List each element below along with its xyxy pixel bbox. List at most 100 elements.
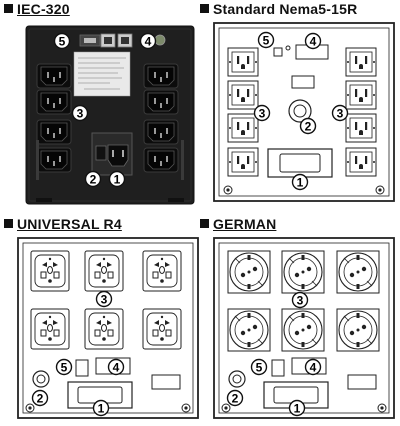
callout-3: 3 xyxy=(253,104,271,122)
universal-outlet-icon xyxy=(142,308,182,350)
nema-outlet-icon xyxy=(227,80,259,110)
callout-1-label: 1 xyxy=(294,402,301,416)
callout-2-label: 2 xyxy=(37,392,44,406)
callout-4: 4 xyxy=(107,358,125,376)
schuko-outlet-icon xyxy=(281,250,325,294)
ground-screw-icon xyxy=(154,34,166,46)
callout-4-label: 4 xyxy=(310,361,317,375)
callout-2-label: 2 xyxy=(90,173,97,187)
callout-3-label: 3 xyxy=(77,107,84,121)
callout-3: 3 xyxy=(291,291,309,309)
schuko-outlet-icon xyxy=(227,308,271,352)
callout-1-label: 1 xyxy=(114,173,121,187)
label-plate-icon xyxy=(291,75,315,89)
schuko-outlet-icon xyxy=(336,308,380,352)
schuko-outlet-icon xyxy=(227,250,271,294)
callout-3: 3 xyxy=(95,290,113,308)
iec-panel xyxy=(25,25,195,205)
nema-outlet-icon xyxy=(345,80,377,110)
label-plate-icon xyxy=(151,374,181,390)
iec-outlet-icon xyxy=(143,119,179,145)
callout-1-label: 1 xyxy=(98,402,105,416)
callout-2-label: 2 xyxy=(305,120,312,134)
bullet-square-icon xyxy=(200,219,209,228)
iec-outlet-icon xyxy=(143,89,179,115)
screw-icon xyxy=(223,185,233,195)
panel-title-german: GERMAN xyxy=(200,216,276,232)
iec-outlet-icon xyxy=(143,63,179,89)
callout-4: 4 xyxy=(304,32,322,50)
universal-outlet-icon xyxy=(30,250,70,292)
callout-3-label: 3 xyxy=(259,107,266,121)
iec-outlet-icon xyxy=(36,63,72,89)
panel-title-iec-text: IEC-320 xyxy=(17,1,70,17)
callout-5: 5 xyxy=(53,32,71,50)
callout-4: 4 xyxy=(304,358,322,376)
bullet-square-icon xyxy=(4,4,13,13)
callout-5-label: 5 xyxy=(59,35,66,49)
bullet-square-icon xyxy=(200,4,209,13)
bullet-square-icon xyxy=(4,219,13,228)
panel-title-german-text: GERMAN xyxy=(213,216,277,232)
nema-outlet-icon xyxy=(345,47,377,77)
screw-icon xyxy=(181,403,191,413)
breaker-icon xyxy=(95,145,107,161)
screw-icon xyxy=(375,185,385,195)
callout-1: 1 xyxy=(288,399,306,417)
iec-outlet-icon xyxy=(143,147,179,173)
callout-3-label: 3 xyxy=(101,293,108,307)
schuko-outlet-icon xyxy=(336,250,380,294)
callout-1: 1 xyxy=(108,170,126,188)
callout-5: 5 xyxy=(257,31,275,49)
callout-2-label: 2 xyxy=(232,392,239,406)
universal-panel xyxy=(17,237,199,419)
callout-5-label: 5 xyxy=(263,34,270,48)
iec-outlet-icon xyxy=(36,147,72,173)
callout-4: 4 xyxy=(139,32,157,50)
spec-label xyxy=(73,51,131,97)
panel-title-universal-text: UNIVERSAL R4 xyxy=(17,216,122,232)
nema-outlet-icon xyxy=(227,113,259,143)
callout-2: 2 xyxy=(84,170,102,188)
panel-title-nema-text: Standard Nema5-15R xyxy=(213,1,358,17)
label-plate-icon xyxy=(347,374,377,390)
nema-outlet-icon xyxy=(227,147,259,177)
panel-title-iec: IEC-320 xyxy=(4,1,70,17)
panel-title-universal: UNIVERSAL R4 xyxy=(4,216,122,232)
nema-outlet-icon xyxy=(345,147,377,177)
usb-port-icon xyxy=(271,359,285,377)
callout-3: 3 xyxy=(331,104,349,122)
callout-1-label: 1 xyxy=(297,176,304,190)
callout-1: 1 xyxy=(291,173,309,191)
callout-1: 1 xyxy=(92,399,110,417)
universal-outlet-icon xyxy=(142,250,182,292)
callout-3-label: 3 xyxy=(297,294,304,308)
callout-5: 5 xyxy=(250,358,268,376)
callout-5: 5 xyxy=(55,358,73,376)
callout-2: 2 xyxy=(31,389,49,407)
callout-4-label: 4 xyxy=(113,361,120,375)
iec-outlet-icon xyxy=(36,89,72,115)
german-panel xyxy=(213,237,395,419)
nema-outlet-icon xyxy=(227,47,259,77)
panel-title-nema: Standard Nema5-15R xyxy=(200,1,357,17)
callout-5-label: 5 xyxy=(61,361,68,375)
universal-outlet-icon xyxy=(30,308,70,350)
callout-2: 2 xyxy=(226,389,244,407)
callout-5-label: 5 xyxy=(256,361,263,375)
usb-port-icon xyxy=(75,359,89,377)
callout-4-label: 4 xyxy=(310,35,317,49)
screw-icon xyxy=(221,403,231,413)
callout-3-label: 3 xyxy=(337,107,344,121)
universal-outlet-icon xyxy=(84,250,124,292)
callout-2: 2 xyxy=(299,117,317,135)
callout-3: 3 xyxy=(71,104,89,122)
schuko-outlet-icon xyxy=(281,308,325,352)
callout-4-label: 4 xyxy=(145,35,152,49)
nema-panel xyxy=(213,22,395,202)
nema-outlet-icon xyxy=(345,113,377,143)
universal-outlet-icon xyxy=(84,308,124,350)
screw-icon xyxy=(377,403,387,413)
iec-outlet-icon xyxy=(36,119,72,145)
